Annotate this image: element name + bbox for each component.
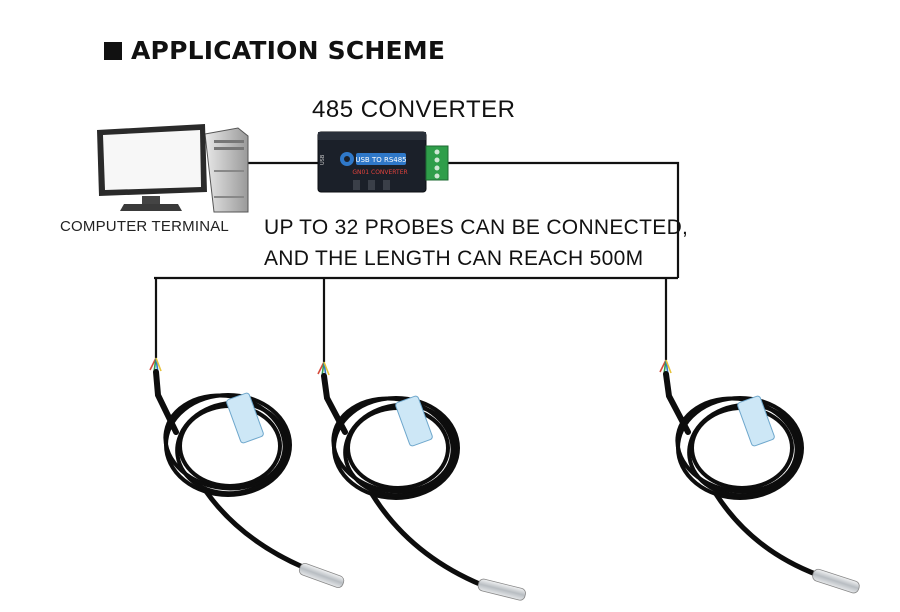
computer-icon xyxy=(97,124,249,213)
converter-side-text: USB xyxy=(320,154,326,165)
square-bullet-icon xyxy=(104,41,122,60)
title-text: APPLICATION SCHEME xyxy=(131,36,446,65)
converter-icon: USB TO RS485 GN01 CONVERTER USB xyxy=(317,131,449,193)
bus-wires xyxy=(154,161,680,362)
capacity-note-line2: AND THE LENGTH CAN REACH 500M xyxy=(264,247,644,270)
converter-label: 485 CONVERTER xyxy=(312,96,516,123)
computer-label: COMPUTER TERMINAL xyxy=(60,218,229,235)
converter-model-text: GN01 CONVERTER xyxy=(352,169,407,176)
diagram-title: APPLICATION SCHEME xyxy=(104,36,445,65)
converter-to-bus-wire xyxy=(448,161,680,278)
capacity-note-line1: UP TO 32 PROBES CAN BE CONNECTED, xyxy=(264,216,689,239)
probe-icon xyxy=(149,357,345,589)
probe-icon xyxy=(659,359,860,594)
probe-icon xyxy=(317,361,526,601)
converter-brand-text: USB TO RS485 xyxy=(355,156,406,164)
